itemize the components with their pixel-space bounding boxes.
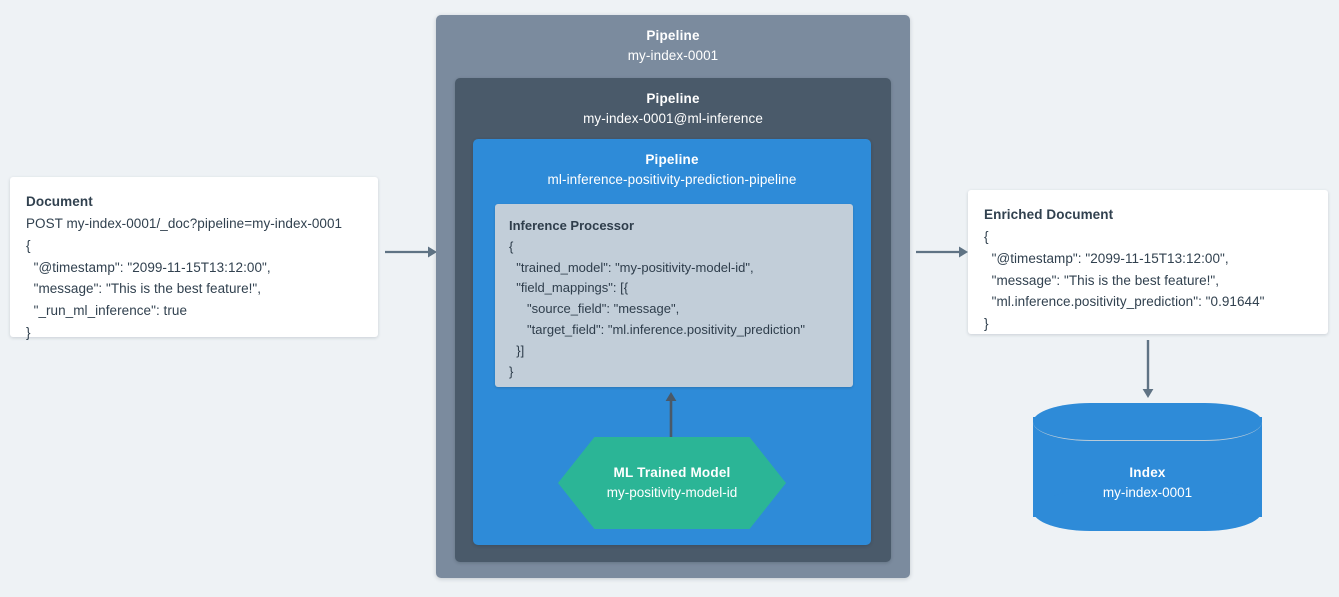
ml-trained-model-name: my-positivity-model-id: [606, 485, 738, 500]
source-document-line-3: "message": "This is the best feature!",: [26, 281, 262, 297]
source-document-line-5: }: [26, 325, 31, 341]
inference-processor-line-6: }: [509, 363, 514, 379]
source-document-line-0: POST my-index-0001/_doc?pipeline=my-inde…: [26, 215, 343, 231]
pipeline-inner-header: Pipeline ml-inference-positivity-predict…: [473, 139, 871, 189]
pipeline-inner-name: ml-inference-positivity-prediction-pipel…: [547, 171, 797, 187]
index-title: Index: [1129, 465, 1166, 480]
ml-trained-model-node: ML Trained Model my-positivity-model-id: [558, 437, 786, 529]
inference-processor-title: Inference Processor: [509, 218, 635, 233]
enriched-document-title: Enriched Document: [984, 207, 1114, 222]
inference-processor-line-4: "target_field": "ml.inference.positivity…: [509, 321, 805, 337]
pipeline-outer-name: my-index-0001: [627, 47, 719, 63]
pipeline-mid-kind: Pipeline: [646, 91, 700, 106]
arrow-model-to-processor-icon: [663, 392, 679, 437]
source-document-card: Document POST my-index-0001/_doc?pipelin…: [10, 177, 378, 340]
pipeline-inner-kind: Pipeline: [645, 152, 699, 167]
enriched-document-line-2: "message": "This is the best feature!",: [984, 272, 1220, 288]
pipeline-mid-name: my-index-0001@ml-inference: [583, 110, 763, 126]
source-document-line-1: {: [26, 237, 31, 253]
arrow-document-to-pipeline-icon: [385, 244, 437, 260]
enriched-document-line-0: {: [984, 228, 989, 244]
pipeline-outer-header: Pipeline my-index-0001: [436, 15, 910, 65]
arrow-enriched-to-index-icon: [1140, 340, 1156, 398]
inference-processor-line-0: {: [509, 238, 514, 254]
inference-processor-card: Inference Processor { "trained_model": "…: [495, 204, 853, 387]
inference-processor-line-1: "trained_model": "my-positivity-model-id…: [509, 259, 754, 275]
arrow-pipeline-to-enriched-icon: [916, 244, 968, 260]
pipeline-mid-header: Pipeline my-index-0001@ml-inference: [455, 78, 891, 128]
inference-processor-line-5: }]: [509, 342, 525, 358]
index-name: my-index-0001: [1102, 485, 1193, 501]
pipeline-outer-kind: Pipeline: [646, 28, 700, 43]
index-cylinder: Index my-index-0001: [1033, 403, 1262, 531]
index-cylinder-top: [1033, 403, 1262, 441]
enriched-document-card: Enriched Document { "@timestamp": "2099-…: [968, 190, 1328, 334]
ml-trained-model-title: ML Trained Model: [613, 465, 731, 481]
source-document-title: Document: [26, 194, 93, 209]
index-cylinder-label: Index my-index-0001: [1033, 463, 1262, 504]
enriched-document-line-1: "@timestamp": "2099-11-15T13:12:00",: [984, 250, 1229, 266]
index-cylinder-bottom: [1033, 491, 1262, 531]
inference-processor-line-2: "field_mappings": [{: [509, 280, 629, 296]
source-document-line-4: "_run_ml_inference": true: [26, 303, 188, 319]
source-document-line-2: "@timestamp": "2099-11-15T13:12:00",: [26, 259, 271, 275]
enriched-document-line-4: }: [984, 316, 989, 332]
inference-processor-line-3: "source_field": "message",: [509, 301, 680, 317]
enriched-document-line-3: "ml.inference.positivity_prediction": "0…: [984, 294, 1265, 310]
